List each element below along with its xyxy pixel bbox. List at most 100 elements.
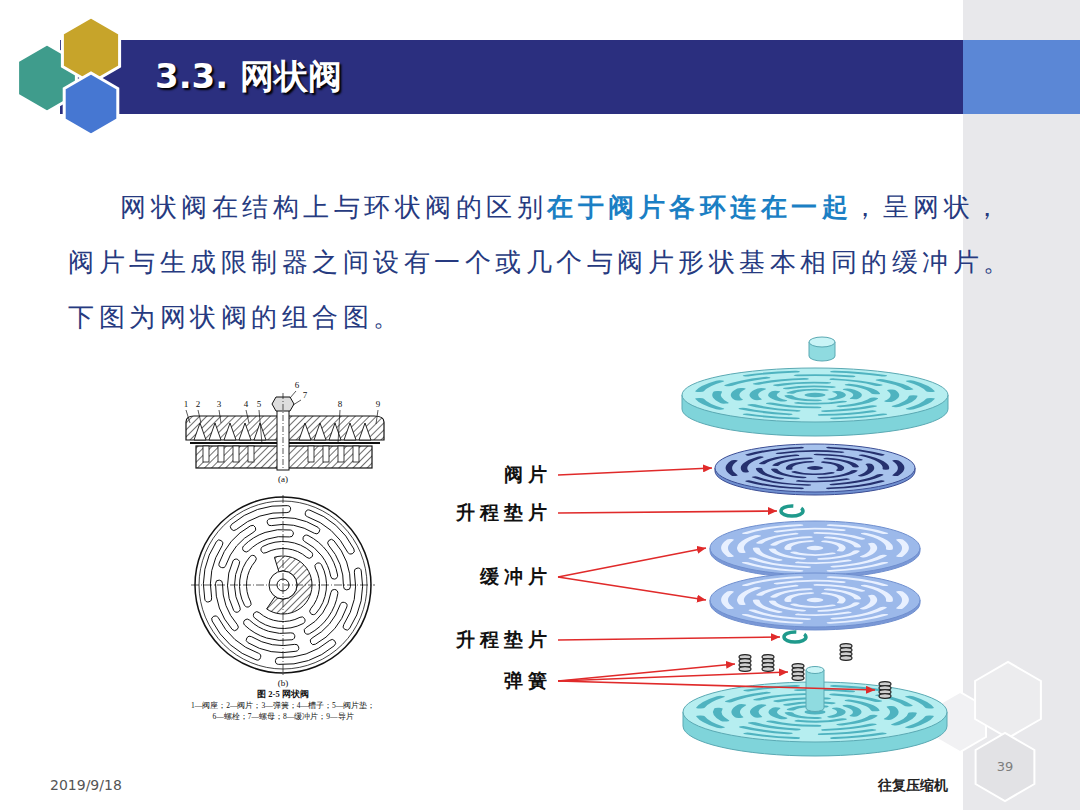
- slot: [695, 380, 724, 392]
- slot: [774, 580, 846, 584]
- plate-face: [715, 444, 915, 492]
- slot: [821, 593, 845, 604]
- slot: [712, 391, 728, 404]
- slot: [828, 391, 846, 400]
- spring: [840, 644, 852, 661]
- slot: [905, 696, 933, 709]
- spring-pocket: [239, 423, 251, 440]
- spring-coil: [762, 667, 774, 672]
- spring-pocket: [359, 423, 371, 440]
- slot: [768, 707, 787, 719]
- slot: [884, 390, 899, 403]
- callout-number: 6: [295, 380, 300, 390]
- slot: [786, 389, 828, 394]
- footer-date: 2019/9/18: [50, 777, 122, 793]
- spring-pocket: [344, 423, 356, 440]
- leader-arrow: [558, 681, 875, 690]
- slot: [860, 595, 877, 609]
- slot: [310, 563, 327, 615]
- valve-seat: [682, 368, 948, 436]
- gas-passage: [308, 446, 314, 462]
- slot: [750, 704, 766, 717]
- callout-number: 7: [303, 390, 308, 400]
- header-band-end: [963, 40, 1080, 114]
- spring: [792, 664, 804, 681]
- view-label: (a): [278, 474, 288, 484]
- gas-passage: [218, 446, 224, 462]
- callout-number: 8: [338, 399, 343, 409]
- leader-arrow: [558, 511, 777, 513]
- slot: [773, 382, 831, 386]
- part-key: 1—阀座；2—阀片；3—弹簧；4—槽子；5—阀片垫；: [191, 702, 375, 711]
- part-label: 升程垫片: [456, 502, 552, 524]
- part-label: 缓冲片: [480, 566, 552, 588]
- gas-passage: [353, 446, 359, 462]
- slot: [696, 696, 724, 709]
- slot: [726, 460, 738, 476]
- header-band: [60, 40, 963, 114]
- spring-pocket: [254, 423, 266, 440]
- slot: [227, 559, 240, 612]
- center-line: [283, 393, 284, 470]
- slot: [795, 612, 851, 616]
- spring: [739, 655, 751, 672]
- callout-number: 3: [217, 399, 222, 409]
- center-knob: [809, 337, 835, 361]
- slot: [790, 552, 835, 556]
- plate-slots: [721, 524, 908, 572]
- slot: [821, 461, 844, 471]
- slot: [791, 471, 834, 475]
- center-hole: [804, 393, 825, 397]
- spring-pocket: [209, 423, 221, 440]
- leader-arrow: [558, 672, 788, 681]
- plate-slots: [721, 576, 908, 624]
- view-label: (b): [278, 678, 289, 688]
- spring-coil: [739, 667, 751, 672]
- slot: [794, 401, 847, 405]
- slot: [749, 388, 765, 400]
- leader-arrow: [558, 577, 706, 600]
- center-hole: [807, 466, 823, 470]
- spring-coil: [792, 676, 804, 681]
- slot: [732, 704, 747, 718]
- slot: [790, 604, 835, 608]
- leader-line: [186, 410, 190, 423]
- callout-number: 5: [257, 399, 262, 409]
- center-line: [191, 585, 375, 586]
- gas-passage: [203, 446, 209, 462]
- slot: [896, 539, 908, 557]
- slot: [774, 528, 846, 532]
- hexagon: [64, 73, 118, 135]
- page-number: 39: [997, 760, 1014, 775]
- paragraph: 网状阀在结构上与环状阀的区别在于阀片各环连在一起，呈网状，阀片与生成限制器之间设…: [68, 180, 1018, 345]
- spring-coil: [840, 656, 852, 661]
- plate-face: [710, 573, 920, 627]
- leader-line: [290, 391, 296, 398]
- callout-number: 9: [376, 399, 381, 409]
- figure-caption: 图 2-5 网状阀: [257, 690, 309, 700]
- part-label: 升程垫片: [456, 629, 552, 651]
- center-hole: [807, 598, 824, 602]
- knob-top: [809, 337, 835, 347]
- valve-plate: [715, 444, 915, 495]
- slot: [858, 463, 874, 476]
- leader-line: [293, 400, 301, 405]
- part-key: 6—螺栓；7—螺母；8—缓冲片；9—导片: [213, 713, 354, 722]
- spring-coil: [879, 694, 891, 699]
- part-label: 阀片: [504, 464, 552, 486]
- slot: [713, 708, 729, 722]
- plate-face: [682, 368, 948, 422]
- slot: [783, 385, 836, 389]
- body-text: 网状阀在结构上与环状阀的区别: [120, 192, 547, 222]
- slot: [892, 460, 904, 476]
- lift-washer: [784, 632, 806, 642]
- slot: [843, 705, 862, 717]
- plan-view: [191, 495, 375, 675]
- plate-slots: [726, 447, 904, 489]
- leader-arrow: [558, 468, 712, 475]
- slot: [795, 560, 851, 564]
- slot: [821, 541, 845, 552]
- slot: [860, 543, 877, 557]
- buffer-plate: [710, 521, 920, 578]
- buffer-plate: [710, 573, 920, 630]
